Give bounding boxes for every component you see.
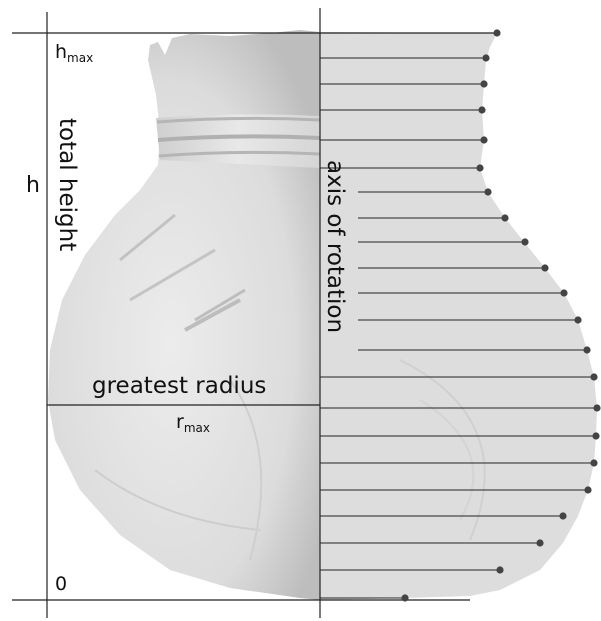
profile-point xyxy=(480,136,488,144)
profile-point xyxy=(593,404,601,412)
total-height-label: total height xyxy=(54,118,80,251)
profile-point xyxy=(401,594,409,602)
profile-point xyxy=(574,316,582,324)
greatest-radius-label: greatest radius xyxy=(92,373,266,399)
profile-point xyxy=(484,188,492,196)
profile-point xyxy=(476,164,484,172)
profile-point xyxy=(480,80,488,88)
profile-point xyxy=(521,238,529,246)
profile-point xyxy=(560,289,568,297)
profile-point xyxy=(583,346,591,354)
profile-point xyxy=(541,264,549,272)
profile-measurements xyxy=(320,29,601,602)
profile-point xyxy=(493,29,501,37)
profile-point xyxy=(590,373,598,381)
profile-point xyxy=(496,566,504,574)
axis-of-rotation-label: axis of rotation xyxy=(322,160,348,333)
r-max-label: rmax xyxy=(176,411,210,435)
profile-point xyxy=(584,486,592,494)
profile-point xyxy=(536,539,544,547)
profile-point xyxy=(482,54,490,62)
profile-point xyxy=(501,214,509,222)
profile-point xyxy=(592,432,600,440)
h-label: h xyxy=(26,173,40,198)
profile-point xyxy=(559,512,567,520)
zero-label: 0 xyxy=(55,573,67,595)
h-max-label: hmax xyxy=(55,41,93,65)
profile-point xyxy=(590,459,598,467)
profile-point xyxy=(478,106,486,114)
vessel-photo xyxy=(48,30,597,600)
